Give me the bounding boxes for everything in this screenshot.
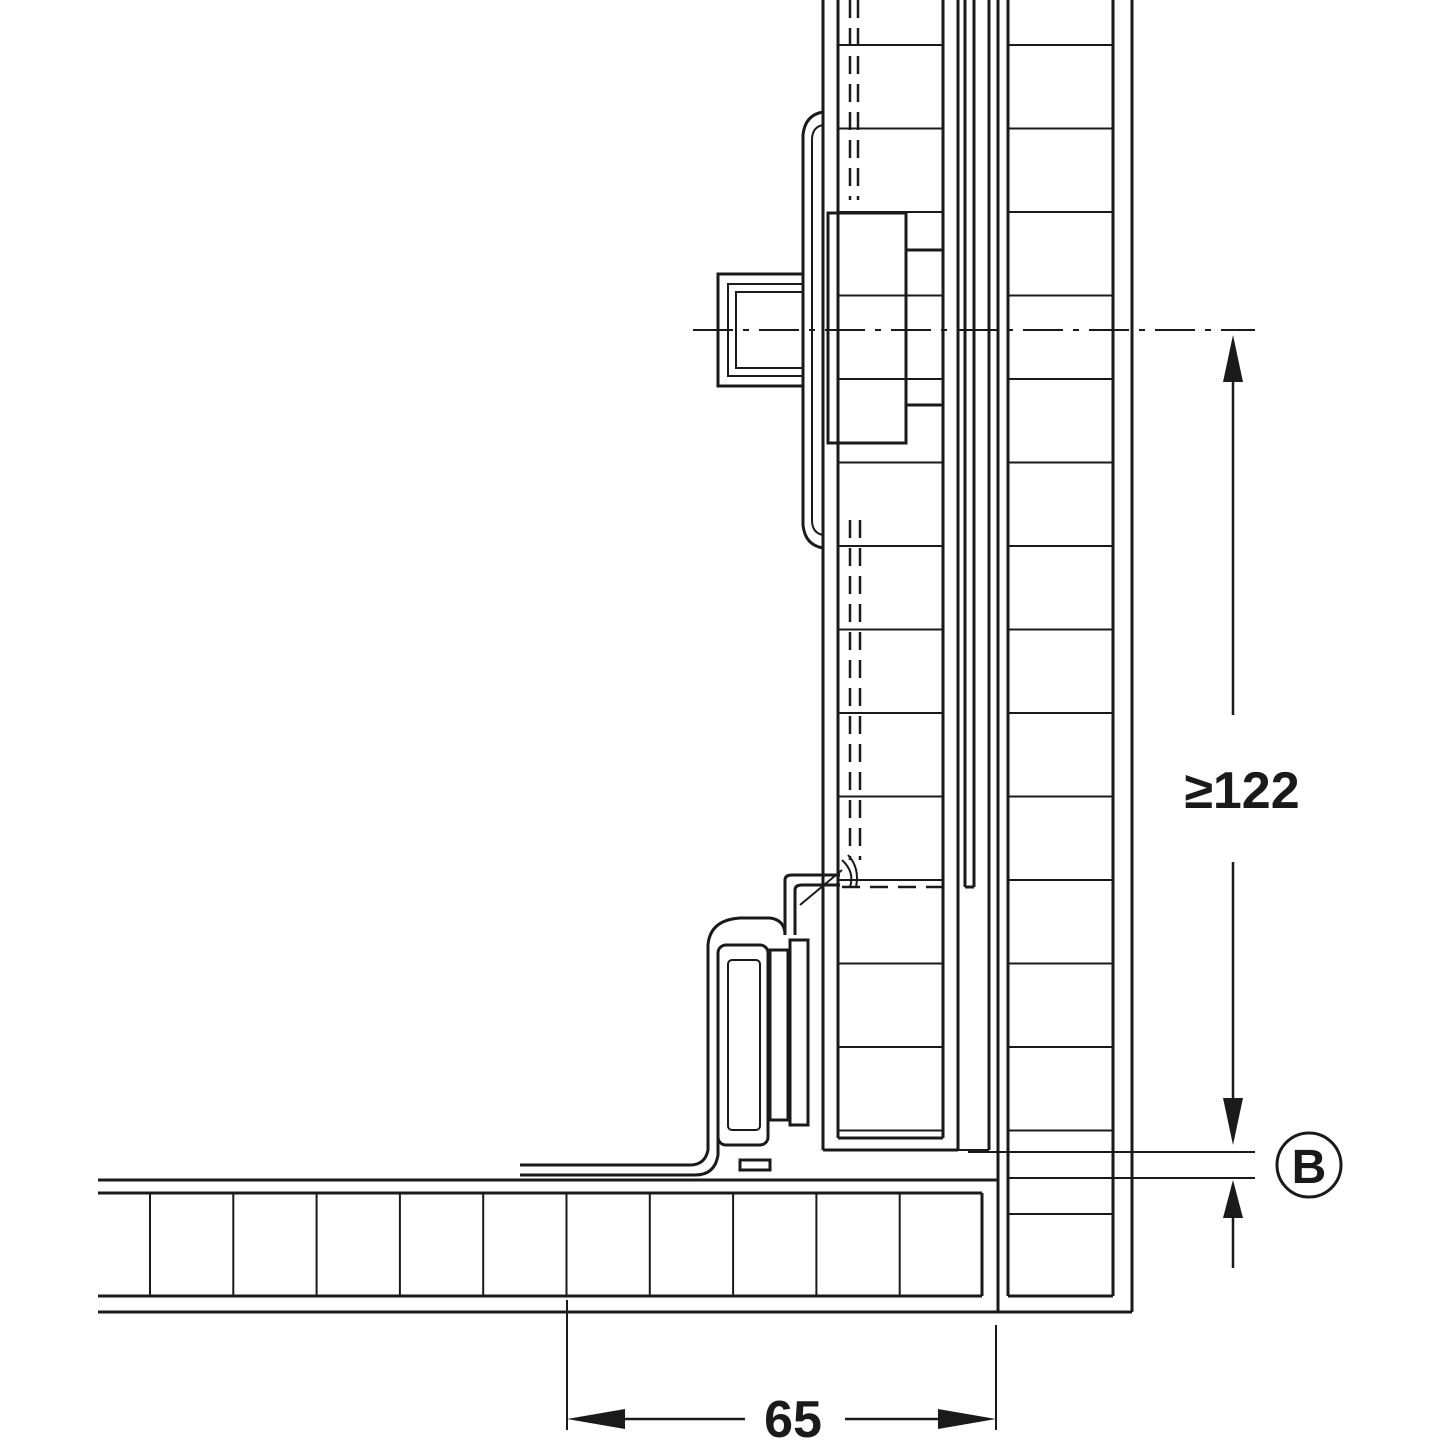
side-panel-grid xyxy=(1008,44,1113,1215)
bottom-panel-grid xyxy=(149,1193,901,1296)
arrow-right-icon xyxy=(938,1409,996,1429)
detail-b-marker: B xyxy=(968,1131,1343,1268)
arrow-up-small-icon xyxy=(1223,1180,1243,1218)
detail-circle xyxy=(1275,1131,1343,1199)
width-label: 65 xyxy=(764,1391,822,1445)
arrow-up-icon xyxy=(1223,335,1243,382)
drawer-wall-grid xyxy=(838,44,943,1132)
arrow-down-icon xyxy=(1223,1098,1243,1145)
lower-runner-bracket xyxy=(520,869,843,1177)
height-label: ≥122 xyxy=(1184,762,1299,820)
cabinet-side-panel xyxy=(996,0,1134,1312)
detail-label: B xyxy=(1292,1141,1327,1194)
height-dimension: ≥122 xyxy=(1184,335,1300,1145)
drawer-side-wall xyxy=(821,0,991,1152)
arrow-left-icon xyxy=(567,1409,625,1429)
hidden-runner-lines xyxy=(841,0,943,889)
cabinet-bottom-panel xyxy=(98,1178,1132,1314)
upper-fitting xyxy=(716,110,945,550)
width-dimension: 65 xyxy=(566,1300,997,1445)
